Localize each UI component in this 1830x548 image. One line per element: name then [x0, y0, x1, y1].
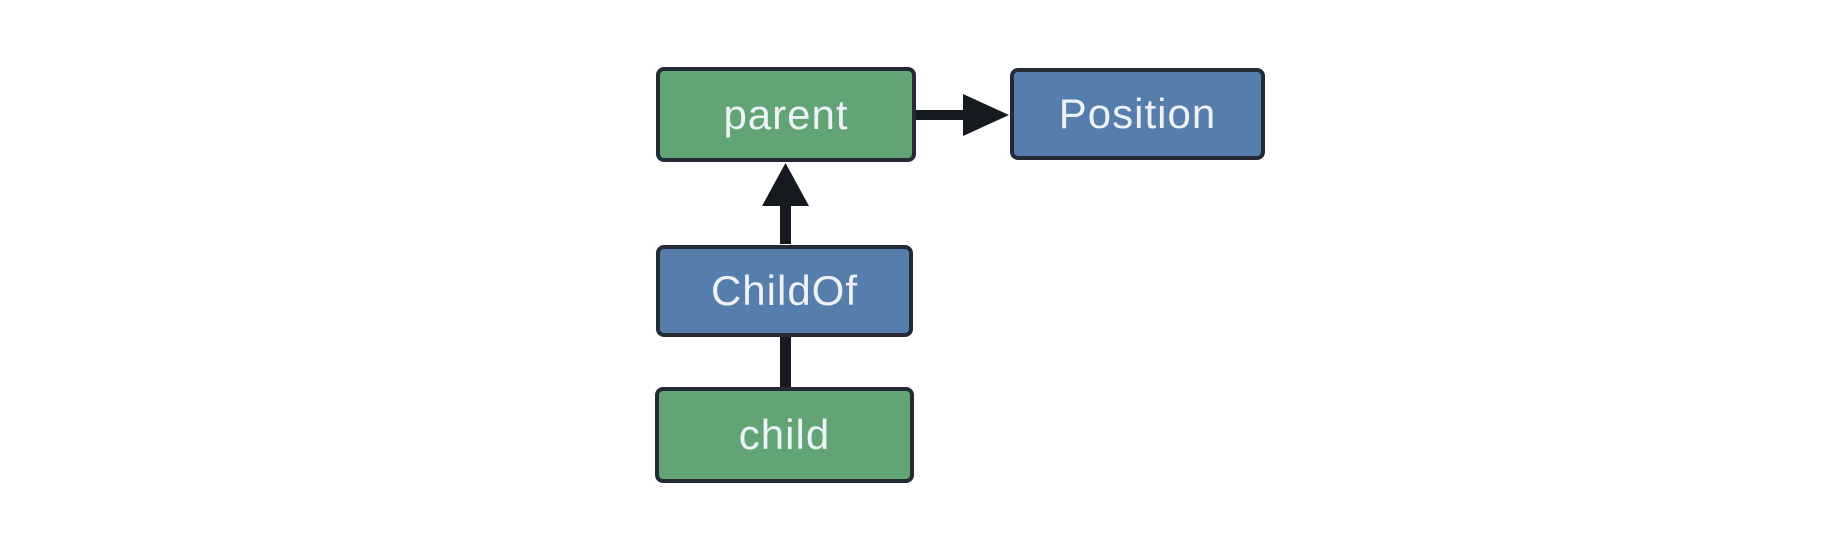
- node-childof: ChildOf: [656, 245, 913, 337]
- node-childof-label: ChildOf: [710, 267, 859, 314]
- edge-parent-position-arrowhead: [963, 94, 1009, 136]
- node-parent: parent: [656, 67, 916, 162]
- edge-childof-parent-arrowhead: [762, 163, 809, 206]
- node-parent-label: parent: [723, 90, 849, 138]
- node-position-label: Position: [1058, 90, 1217, 137]
- node-child: child: [655, 387, 914, 483]
- node-position: Position: [1010, 68, 1265, 160]
- node-child-label: child: [738, 411, 831, 458]
